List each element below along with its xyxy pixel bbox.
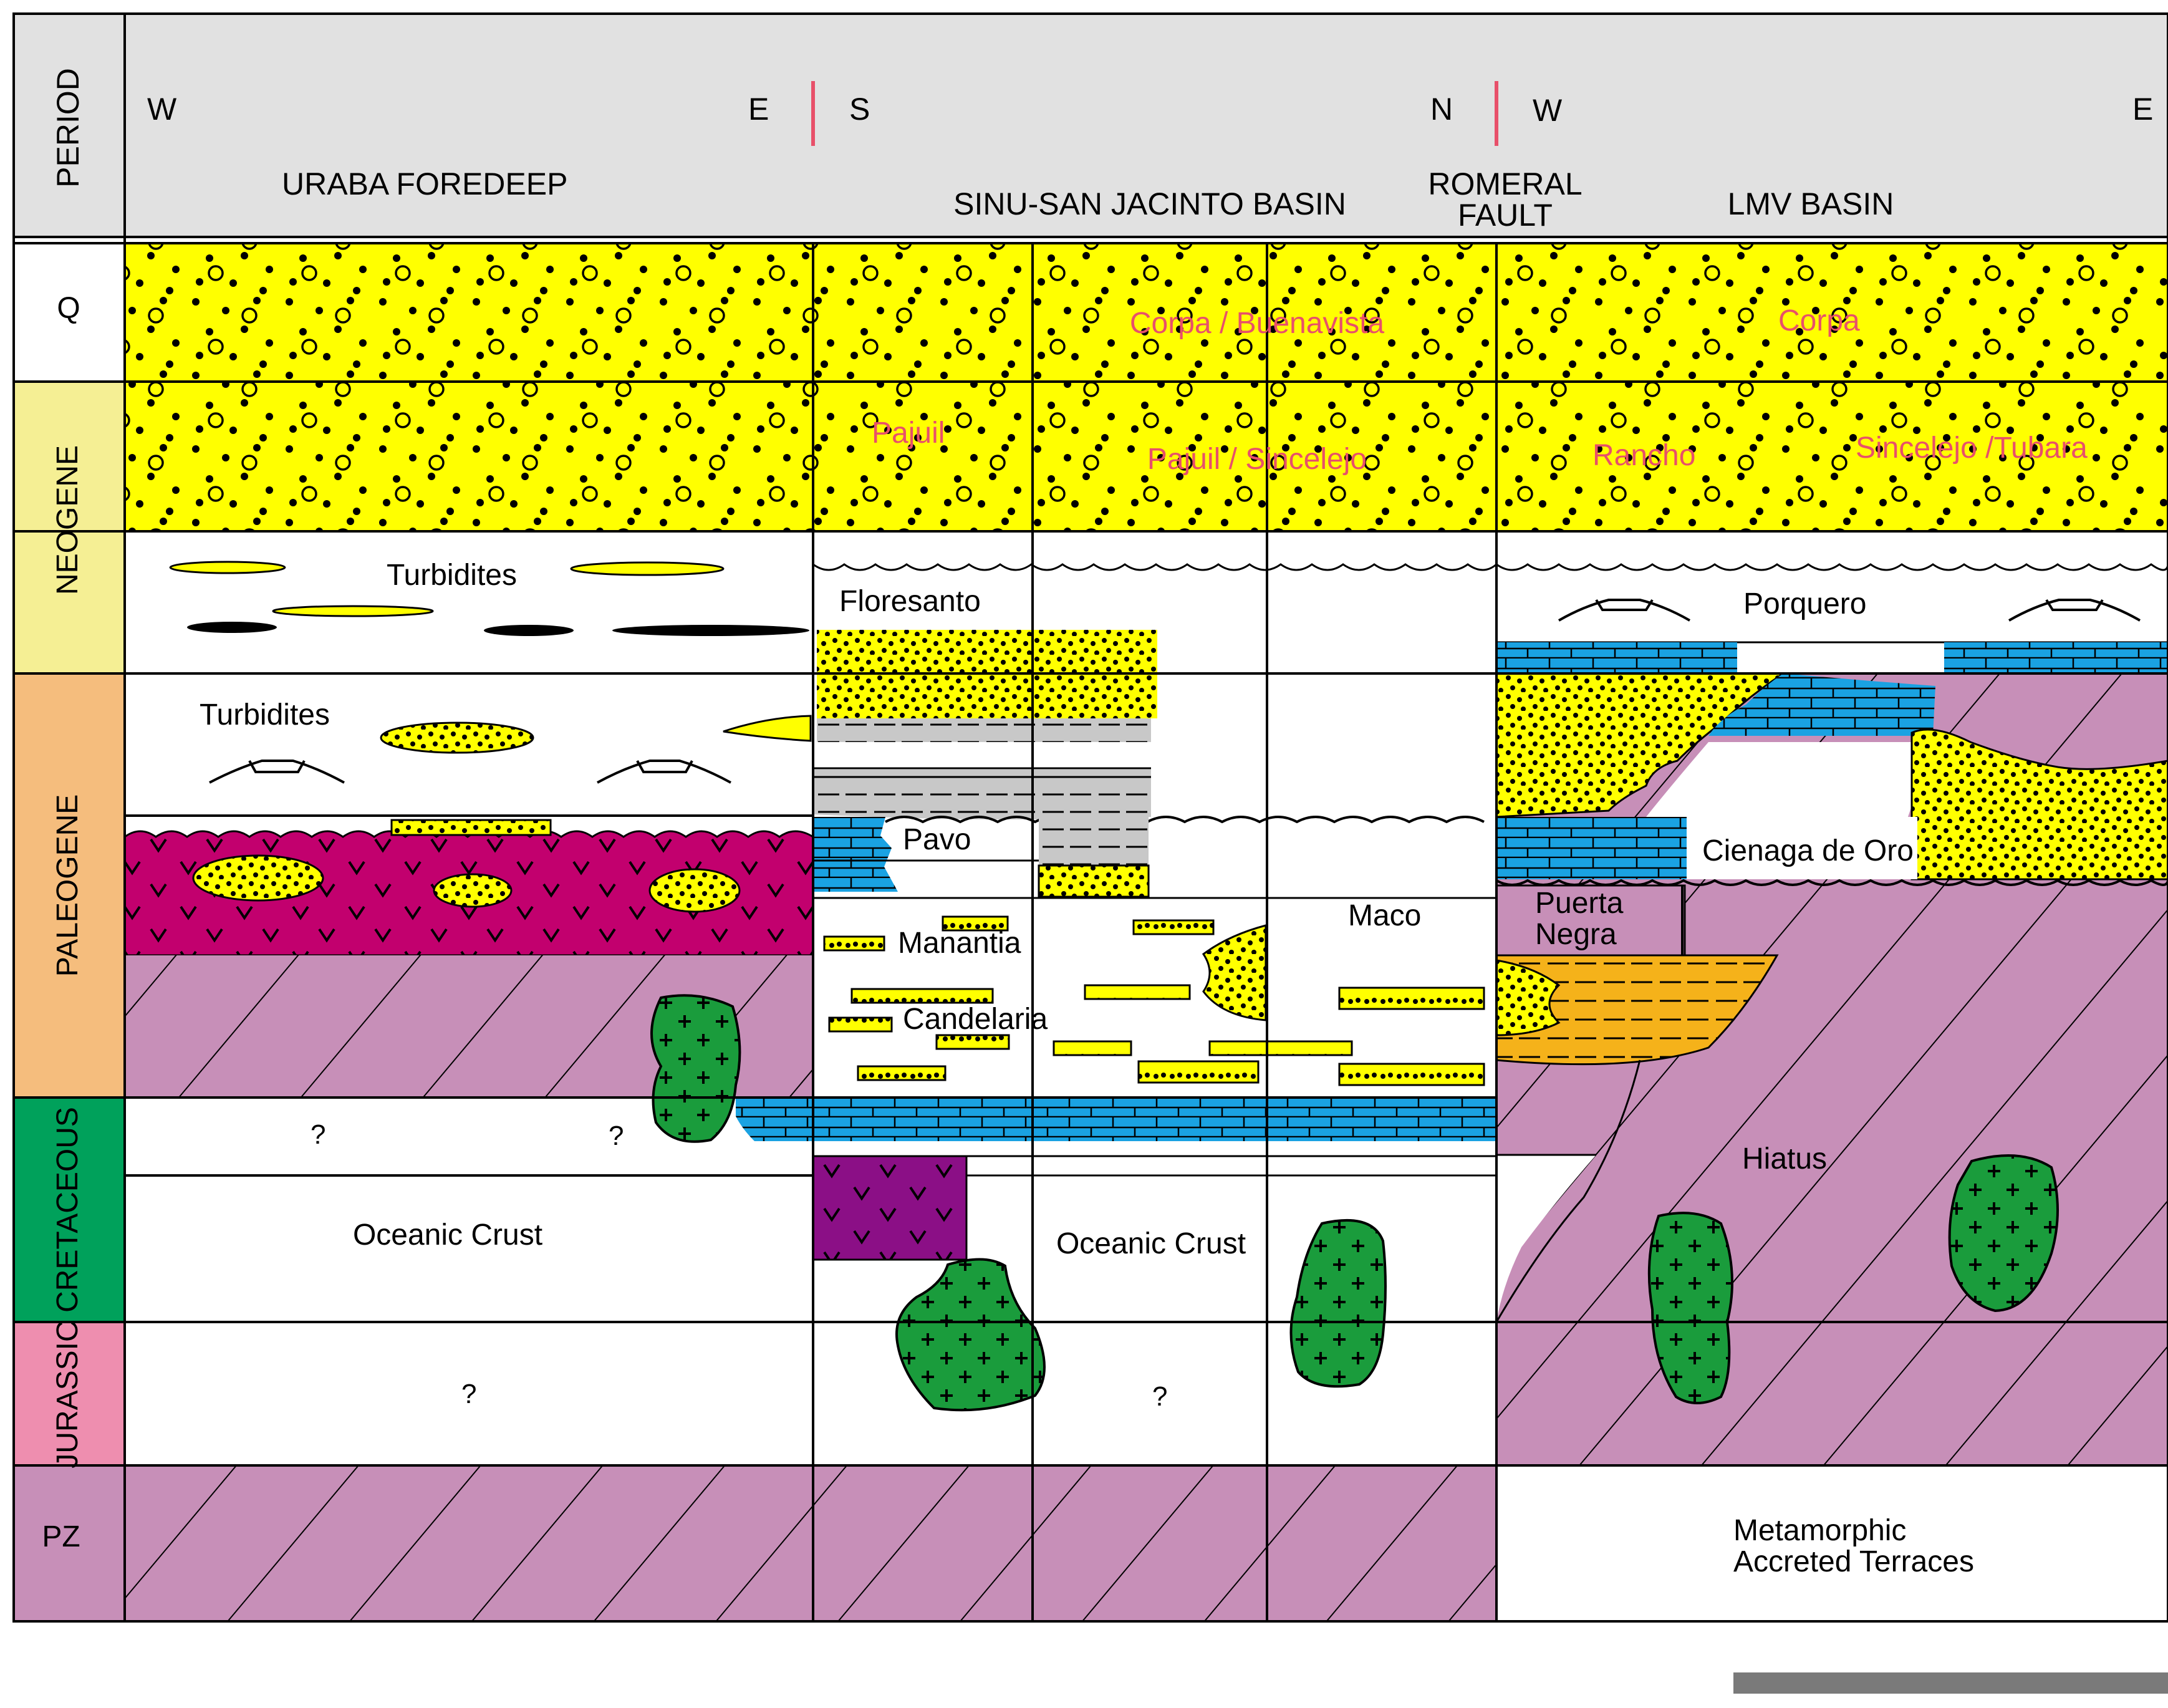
romeral-line2: FAULT <box>1458 198 1553 233</box>
shale-lens <box>612 625 809 636</box>
lmv-east: E <box>2132 92 2153 127</box>
sinu-quaternary-sand <box>813 243 1496 531</box>
sand-stringer <box>1054 1041 1131 1055</box>
sand-lens <box>193 856 323 900</box>
uraba-paleozoic-basement <box>125 1465 813 1621</box>
label-pajuil-sincelejo: Pajuil / Sincelejo <box>1147 443 1367 476</box>
label-metamorphic: Metamorphic <box>1733 1514 1906 1547</box>
lmv-west: W <box>1533 93 1563 128</box>
sand-stringer <box>824 937 884 950</box>
label-hiatus: Hiatus <box>1742 1142 1827 1175</box>
label-porquero: Porquero <box>1743 587 1866 620</box>
period-neogene: NEOGENE <box>51 445 84 595</box>
romeral-line1: ROMERAL <box>1428 166 1582 201</box>
lmv-quaternary-sand <box>1496 243 2168 531</box>
label-candelaria: Candelaria <box>903 1003 1048 1036</box>
label-floresanto: Floresanto <box>839 585 981 618</box>
sand-stringer <box>1134 920 1213 934</box>
sand-stringer <box>1139 1061 1258 1083</box>
label-accreted-terraces: Accreted Terraces <box>1733 1545 1974 1578</box>
sand-block-small <box>1039 866 1149 897</box>
label-cienaga-de-oro: Cienaga de Oro <box>1702 834 1914 867</box>
sand-stringer <box>1085 985 1190 999</box>
label-question: ? <box>1152 1381 1167 1412</box>
cretaceous-limestone <box>736 1098 1496 1141</box>
sinu-title: SINU-SAN JACINTO BASIN <box>953 186 1346 221</box>
volcanic-block-purple <box>813 1156 966 1260</box>
sand-lens <box>434 874 511 907</box>
shale-lens <box>484 625 574 636</box>
turbidite-lens <box>381 723 533 753</box>
label-maco: Maco <box>1348 899 1421 932</box>
label-pajuil: Pajuil <box>872 417 945 450</box>
turbidite-lens <box>571 562 723 575</box>
label-corpa: Corpa <box>1778 304 1860 337</box>
sand-lens <box>650 869 740 912</box>
label-manantia: Manantia <box>898 927 1021 960</box>
lmv-limestone-top-left <box>1496 642 1737 672</box>
period-q: Q <box>57 292 80 325</box>
label-question: ? <box>609 1121 624 1151</box>
label-question: ? <box>311 1119 325 1150</box>
label-pavo: Pavo <box>903 823 971 856</box>
turbidite-lens <box>273 606 433 616</box>
lmv-limestone-top-right <box>1944 642 2168 672</box>
uraba-west: W <box>147 92 177 127</box>
sand-stringer <box>829 1018 892 1031</box>
label-sincelejo-tubara: Sincelejo /Tubara <box>1856 432 2088 465</box>
uraba-title: URABA FOREDEEP <box>282 166 567 201</box>
shale-lens <box>187 622 277 633</box>
lmv-title: LMV BASIN <box>1728 186 1894 221</box>
lmv-limestone-cienaga <box>1496 817 1687 879</box>
sand-stringer <box>858 1066 945 1080</box>
label-rancho: Rancho <box>1592 439 1695 472</box>
sinu-north: N <box>1430 92 1453 127</box>
label-oceanic-crust-uraba: Oceanic Crust <box>353 1218 542 1252</box>
sinu-south: S <box>849 92 870 127</box>
label-puerta: Puerta <box>1535 887 1624 920</box>
label-corpa-buenavista: Corpa / Buenavista <box>1130 307 1385 340</box>
label-question: ? <box>461 1379 476 1409</box>
label-negra: Negra <box>1535 918 1617 951</box>
label-oceanic-crust-sinu: Oceanic Crust <box>1056 1227 1246 1260</box>
uraba-neogene-turbidites <box>125 531 813 673</box>
granite-intrusion-uraba <box>652 995 740 1142</box>
sand-stringer <box>1339 1064 1484 1085</box>
period-paleogene: PALEOGENE <box>51 794 84 977</box>
period-jurassic: JURASSIC <box>51 1320 84 1468</box>
sand-stringer <box>852 989 993 1003</box>
sand-stringer <box>1339 988 1484 1009</box>
sand-stringer <box>1210 1041 1352 1055</box>
uraba-quaternary-sand <box>125 243 813 531</box>
period-header: PERIOD <box>51 68 85 188</box>
label-turbidites-neogene: Turbidites <box>387 559 517 592</box>
sand-stringer <box>937 1035 1009 1049</box>
period-cretaceous: CRETACEOUS <box>51 1107 84 1313</box>
uraba-east: E <box>748 92 769 127</box>
sinu-paleozoic-basement <box>813 1465 1496 1621</box>
shale-band <box>817 718 1151 742</box>
shale-block <box>1039 816 1149 866</box>
label-turbidites-paleogene: Turbidites <box>200 698 330 731</box>
turbidite-lens <box>170 562 285 573</box>
period-pz: PZ <box>42 1520 80 1553</box>
sand-bed <box>392 820 551 835</box>
scale-bar <box>1733 1672 2168 1694</box>
